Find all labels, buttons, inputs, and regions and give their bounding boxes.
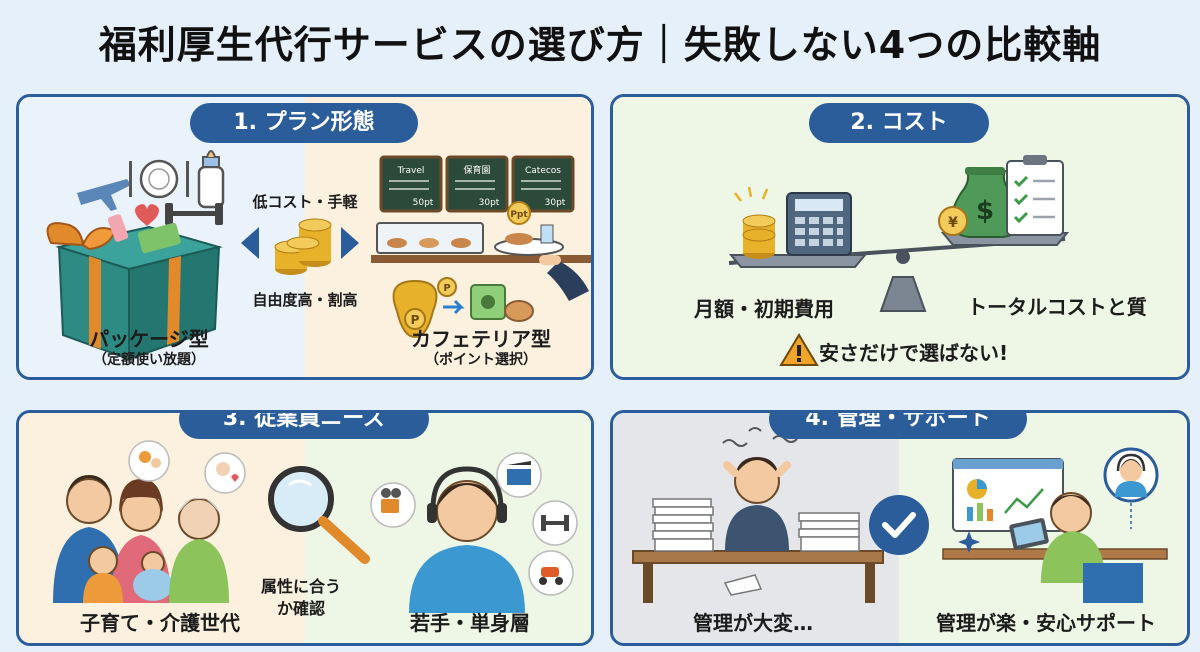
- needs-panel: 3. 従業員ニーズ: [16, 410, 594, 646]
- money-bag-icon: $ ¥: [938, 167, 1022, 238]
- arrow-top-label: 低コスト・手軽: [252, 193, 358, 211]
- point-bag-icon: P P: [392, 277, 457, 339]
- menu-board-pt: 30pt: [479, 198, 500, 208]
- support-panel: 4. 管理・サポート: [610, 410, 1190, 646]
- support-operator-icon: [1103, 447, 1159, 529]
- package-label: パッケージ型: [89, 327, 209, 351]
- page-title: 福利厚生代行サービスの選び方｜失敗しない4つの比較軸: [98, 23, 1102, 67]
- family-icon: [53, 475, 229, 603]
- needs-illustration: [53, 440, 578, 613]
- svg-text:P: P: [443, 283, 450, 294]
- cafeteria-label: カフェテリア型: [411, 327, 551, 351]
- package-sub: （定額使い放題）: [93, 352, 205, 368]
- svg-text:¥: ¥: [948, 215, 958, 231]
- left-arrow-icon: [241, 227, 259, 259]
- cost-warning: 安さだけで選ばない!: [819, 341, 1009, 365]
- menu-board-pt: 50pt: [413, 198, 434, 208]
- relaxed-worker-icon: [1009, 492, 1143, 603]
- support-left-label: 管理が大変…: [693, 611, 813, 635]
- svg-text:$: $: [976, 196, 994, 226]
- needs-right-label: 若手・単身層: [410, 611, 530, 635]
- check-badge-icon: [869, 495, 929, 555]
- menu-board-name: 保育園: [463, 164, 490, 176]
- dumbbell-icon: [165, 203, 223, 225]
- flow-arrow-icon: [443, 299, 465, 315]
- baby-bottle-icon: [197, 150, 225, 209]
- svg-text:P: P: [411, 313, 420, 327]
- plan-badge: 1. プラン形態: [190, 103, 418, 143]
- caregiving-bubble-icon: [128, 440, 170, 482]
- menu-boards: Travel 50pt 保育園 30pt Catecos 30pt: [379, 155, 575, 213]
- cafeteria-sub: （ポイント選択）: [425, 352, 537, 368]
- movie-bubble-icon: [496, 452, 542, 498]
- support-right-label: 管理が楽・安心サポート: [936, 611, 1156, 635]
- goods-icon: [470, 284, 534, 322]
- airplane-icon: [77, 179, 131, 211]
- warning-icon: [779, 333, 819, 366]
- stressed-worker-icon: [632, 427, 884, 603]
- fitness-bubble-icon: [532, 500, 578, 546]
- plan-panel: 1. プラン形態: [16, 94, 594, 380]
- support-illustration: [632, 427, 1168, 603]
- heart-icon: [135, 204, 159, 226]
- cost-left-label: 月額・初期費用: [694, 297, 834, 321]
- menu-board-pt: 30pt: [545, 198, 566, 208]
- magnifier-icon: [268, 466, 370, 564]
- delivery-bubble-icon: [528, 550, 574, 596]
- tray-icon: Ppt: [494, 201, 589, 301]
- needs-badge: 3. 従業員ニーズ: [179, 413, 429, 439]
- elderly-bubble-icon: [204, 452, 246, 494]
- coin-stack-icon: [734, 186, 776, 259]
- arrow-bottom-label: 自由度高・割高: [252, 291, 358, 309]
- video-camera-bubble-icon: [370, 482, 416, 528]
- cost-panel: 2. コスト $: [610, 94, 1190, 380]
- needs-center-label-2: か確認: [276, 599, 325, 618]
- needs-center-label-1: 属性に合う: [260, 577, 341, 596]
- plan-illustration: Travel 50pt 保育園 30pt Catecos 30pt Ppt: [46, 150, 591, 361]
- menu-board-name: Catecos: [525, 166, 561, 176]
- needs-left-label: 子育て・介護世代: [80, 611, 240, 635]
- food-counter: [371, 222, 591, 263]
- svg-text:Ppt: Ppt: [510, 210, 528, 220]
- cost-illustration: $ ¥: [728, 155, 1070, 366]
- support-badge: 4. 管理・サポート: [769, 413, 1027, 439]
- plate-icon: [129, 159, 189, 199]
- right-arrow-icon: [341, 227, 359, 259]
- gift-box-icon: [46, 214, 223, 361]
- cost-badge: 2. コスト: [809, 103, 989, 143]
- menu-board-name: Travel: [397, 166, 425, 176]
- sparkle-icon: [958, 531, 980, 553]
- calculator-icon: [786, 192, 852, 256]
- coin-stack-icon: [274, 218, 332, 275]
- cost-right-label: トータルコストと質: [967, 295, 1147, 319]
- checklist-icon: [1006, 155, 1064, 236]
- young-person-icon: [409, 466, 525, 613]
